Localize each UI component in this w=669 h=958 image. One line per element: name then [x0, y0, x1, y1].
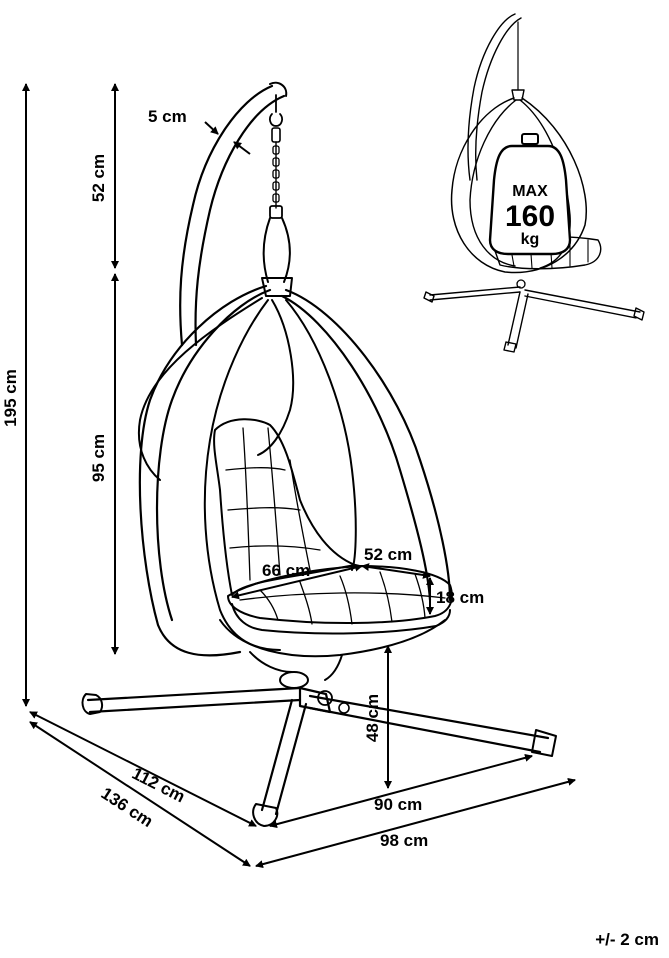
label-seat-height: 48 cm — [363, 694, 382, 742]
dim-line-stand-depth-outer — [29, 721, 251, 867]
weight-value: 160 — [505, 200, 555, 233]
dim-line-stand-width — [269, 753, 533, 829]
label-seat-width: 66 cm — [262, 561, 310, 580]
label-stand-depth-outer: 136 cm — [98, 784, 157, 831]
dimension-lines — [22, 83, 576, 869]
label-stand-depth: 112 cm — [129, 764, 188, 807]
dim-line-stand-width-outer — [255, 777, 576, 869]
label-seat-depth: 52 cm — [364, 545, 412, 564]
weight-capacity-thumbnail: MAX 160 kg — [423, 13, 645, 353]
label-frame-tube: 5 cm — [148, 107, 187, 126]
hanging-chair-illustration — [81, 81, 557, 827]
label-total-height: 195 cm — [1, 369, 20, 427]
dim-arrow-tube-a — [204, 121, 219, 135]
label-basket-height: 95 cm — [89, 434, 108, 482]
weight-icon: MAX 160 kg — [488, 133, 572, 256]
tolerance-note: +/- 2 cm — [595, 930, 659, 949]
weight-max-label: MAX — [512, 183, 548, 200]
dim-line-seat-width — [231, 563, 363, 600]
dimension-labels: 5 cm 52 cm 195 cm 95 cm 66 cm 52 cm 18 c… — [1, 107, 484, 850]
dim-arrow-tube-b — [233, 141, 251, 155]
weight-unit: kg — [521, 231, 540, 248]
label-stand-width-outer: 98 cm — [380, 831, 428, 850]
dim-line-seat-depth — [361, 563, 431, 579]
label-stand-width: 90 cm — [374, 795, 422, 814]
label-cushion-thickness: 18 cm — [436, 588, 484, 607]
label-chain-height: 52 cm — [89, 154, 108, 202]
